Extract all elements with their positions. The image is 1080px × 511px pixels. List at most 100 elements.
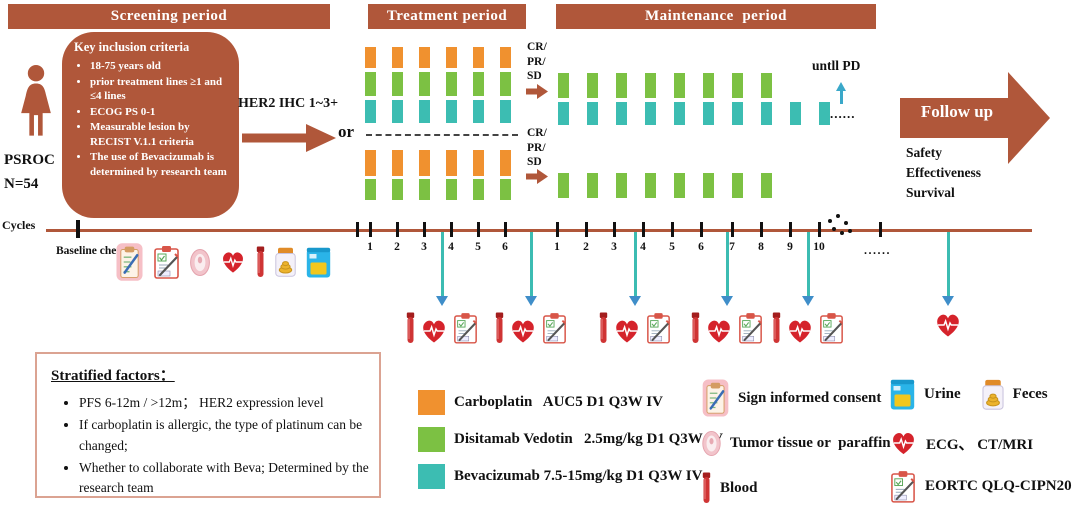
icon-legend-label: Tumor tissue or paraffin	[730, 435, 891, 451]
arm-divider-dashed-line	[366, 134, 518, 136]
maintenance-arm1-bar-bevacizumab	[761, 102, 772, 125]
urine-cup-icon	[890, 379, 915, 410]
cycle-number: 3	[421, 241, 427, 253]
icon-legend-row: ECG、 CT/MRI	[890, 430, 1045, 456]
maintenance-arm2-bar-disitamab	[645, 173, 656, 198]
inclusion-item: The use of Bevacizumab is determined by …	[90, 150, 229, 179]
maintenance-arm1-extra-bar-bevacizumab	[790, 102, 801, 125]
cycle-tick	[503, 222, 507, 237]
maintenance-arm1-bar-bevacizumab	[558, 102, 569, 125]
or-label: or	[338, 122, 355, 141]
maintenance-arm1-bar-bevacizumab	[732, 102, 743, 125]
inclusion-item: prior treatment lines ≥1 and ≤4 lines	[90, 75, 229, 104]
maintenance-arm2-bar-disitamab	[732, 173, 743, 198]
cycle-number: 2	[583, 241, 589, 253]
assessment-arrow-head-icon	[436, 296, 448, 306]
cycle-tick	[612, 222, 616, 237]
maintenance-arm2-bar-disitamab	[558, 173, 569, 198]
heart-ecg-icon	[934, 312, 962, 338]
cycle-tick	[476, 222, 480, 237]
treatment-arm1-bar-bevacizumab	[365, 100, 376, 123]
response-line: PR/	[527, 141, 546, 154]
icon-legend-row: EORTC QLQ-CIPN20	[890, 470, 1080, 503]
cycle-tick	[699, 222, 703, 237]
cycle-number: 5	[475, 241, 481, 253]
assessment-icon-group	[772, 312, 844, 344]
blood-tube-icon	[702, 471, 711, 505]
heart-ecg-icon	[220, 250, 246, 274]
blood-tube-icon	[691, 312, 700, 344]
cycle-tick	[641, 222, 645, 237]
cycle-tick	[817, 222, 821, 237]
timeline-trailing-dots: ......	[864, 243, 891, 257]
her2-label: HER2 IHC 1~3+	[238, 96, 339, 111]
drug-legend-label: Disitamab Vedotin 2.5mg/kg D1 Q3W IV	[454, 431, 723, 447]
cycle-tick	[730, 222, 734, 237]
assessment-icon-group	[599, 312, 671, 344]
screening-period-header: Screening period	[8, 4, 330, 29]
blood-tube-icon	[495, 312, 504, 344]
treatment-arm2-bar-disitamab	[446, 179, 457, 200]
cycle-tick	[368, 222, 372, 237]
maintenance-arm1-extra-bar-bevacizumab	[819, 102, 830, 125]
questionnaire-clipboard-icon	[819, 312, 844, 344]
response-line: SD	[527, 70, 542, 82]
until-pd-up-arrow-icon	[836, 82, 846, 91]
assessment-arrow	[725, 232, 729, 296]
treatment-arm1-bar-carboplatin	[500, 47, 511, 68]
treatment-arm1-bar-disitamab	[500, 72, 511, 96]
assessment-icon-group	[934, 312, 962, 338]
cycle-number: 10	[813, 241, 825, 253]
feces-jar-icon	[275, 247, 296, 277]
timeline-break-dots-icon	[826, 211, 856, 241]
assessment-arrow	[529, 232, 533, 296]
cycle-number: 6	[698, 241, 704, 253]
questionnaire-clipboard-icon	[153, 245, 180, 279]
questionnaire-clipboard-icon	[738, 312, 763, 344]
treatment-arm1-bar-carboplatin	[392, 47, 403, 68]
assessment-arrow-head-icon	[942, 296, 954, 306]
icon-legend-label: Blood	[720, 479, 758, 496]
icon-legend-row: Sign informed consent	[702, 379, 893, 417]
maintenance-arm2-bar-disitamab	[703, 173, 714, 198]
maintenance-arm1-bar-disitamab	[703, 73, 714, 98]
cycle-tick	[759, 222, 763, 237]
treatment-arm2-bar-disitamab	[500, 179, 511, 200]
her2-arrow-icon	[242, 124, 336, 152]
sample-size-label: N=54	[4, 176, 39, 192]
follow-up-endpoint: Effectiveness	[906, 165, 981, 180]
response-arrow-top-icon	[526, 84, 548, 99]
treatment-arm2-bar-carboplatin	[392, 150, 403, 176]
heart-ecg-icon	[786, 318, 814, 344]
tumor-tissue-icon	[190, 248, 210, 276]
treatment-arm1-bar-bevacizumab	[473, 100, 484, 123]
treatment-arm2-bar-carboplatin	[365, 150, 376, 176]
treatment-arm1-bar-carboplatin	[419, 47, 430, 68]
maintenance-arm1-bar-disitamab	[674, 73, 685, 98]
inclusion-criteria-box: Key inclusion criteria 18-75 years oldpr…	[62, 32, 239, 218]
inclusion-item: ECOG PS 0-1	[90, 105, 229, 120]
assessment-arrow	[633, 232, 637, 296]
drug-legend-label: Bevacizumab 7.5-15mg/kg D1 Q3W IV	[454, 468, 703, 484]
assessment-arrow-head-icon	[629, 296, 641, 306]
blood-tube-icon	[599, 312, 608, 344]
cycle-number: 5	[669, 241, 675, 253]
questionnaire-clipboard-icon	[542, 312, 567, 344]
disitamab-swatch	[418, 427, 445, 452]
cycle-tick	[878, 222, 882, 237]
cycle-number: 7	[729, 241, 735, 253]
maintenance-arm1-bar-bevacizumab	[703, 102, 714, 125]
cycle-number: 4	[640, 241, 646, 253]
assessment-icon-group	[406, 312, 478, 344]
drug-legend-row: Disitamab Vedotin 2.5mg/kg D1 Q3W IV	[418, 427, 723, 452]
questionnaire-clipboard-icon	[890, 470, 916, 503]
treatment-arm2-bar-carboplatin	[500, 150, 511, 176]
tumor-tissue-icon	[702, 431, 721, 456]
cycle-tick	[555, 222, 559, 237]
treatment-arm1-bar-disitamab	[446, 72, 457, 96]
icon-legend-row: Blood	[702, 471, 770, 505]
assessment-icon-group	[691, 312, 763, 344]
maintenance-continuation-dots: ......	[830, 106, 856, 121]
stratified-item: Whether to collaborate with Beva; Determ…	[79, 458, 369, 499]
